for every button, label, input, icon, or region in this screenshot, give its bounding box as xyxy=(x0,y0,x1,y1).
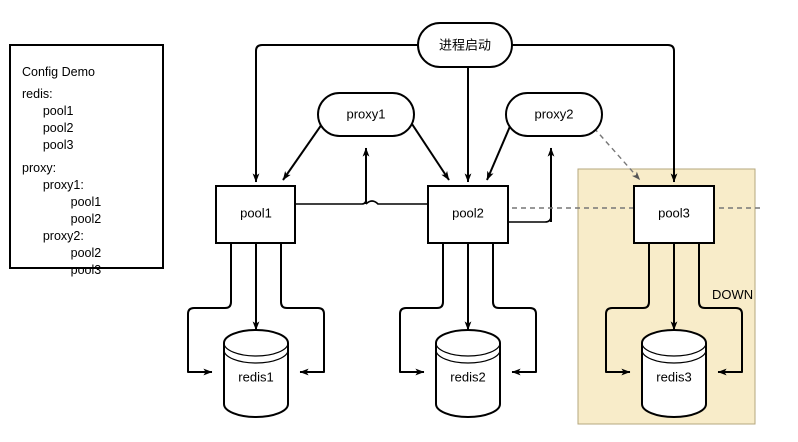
node-pool3-label: pool3 xyxy=(658,205,690,220)
node-pool3[interactable] xyxy=(633,185,715,244)
edge-proxy2-to-pool2 xyxy=(486,123,512,181)
edge-proxy1-to-pool1 xyxy=(282,123,323,181)
config-line-13: pool3 xyxy=(22,263,101,277)
node-proxy2-label: proxy2 xyxy=(534,106,573,121)
edge-pool2-connector-right2 xyxy=(508,170,552,223)
config-line-8: proxy1: xyxy=(22,178,84,192)
node-redis3[interactable]: redis3 xyxy=(641,329,707,418)
config-line-11: proxy2: xyxy=(22,229,84,243)
config-line-2: redis: xyxy=(22,87,53,101)
config-line-3: pool1 xyxy=(22,104,73,118)
node-redis2-label: redis2 xyxy=(450,369,485,384)
node-proxy1-label: proxy1 xyxy=(346,106,385,121)
config-line-4: pool2 xyxy=(22,121,73,135)
node-process-start[interactable] xyxy=(417,22,513,68)
edge-start-to-pool3 xyxy=(512,44,678,183)
config-line-9: pool1 xyxy=(22,195,101,209)
node-process-start-label: 进程启动 xyxy=(439,37,491,52)
down-region-label: DOWN xyxy=(712,287,753,302)
edge-pool2-to-redis2-right xyxy=(492,243,537,376)
node-redis2[interactable]: redis2 xyxy=(435,329,501,418)
config-line-7: proxy: xyxy=(22,161,56,175)
edge-pool1-to-redis1-left xyxy=(187,243,232,376)
node-redis1[interactable]: redis1 xyxy=(223,329,289,418)
node-redis3-label: redis3 xyxy=(656,369,691,384)
node-pool1[interactable] xyxy=(215,185,296,244)
config-line-12: pool2 xyxy=(22,246,101,260)
node-redis1-label: redis1 xyxy=(238,369,273,384)
config-line-0: Config Demo xyxy=(22,65,95,79)
edge-proxy2-to-pool3-dashed xyxy=(593,127,641,181)
config-panel-box xyxy=(9,44,164,269)
edge-start-to-pool1 xyxy=(252,44,424,183)
node-proxy1[interactable] xyxy=(317,92,415,137)
config-line-5: pool3 xyxy=(22,138,73,152)
config-line-10: pool2 xyxy=(22,212,101,226)
edge-pool3-to-redis3-left xyxy=(605,243,650,376)
node-pool2-label: pool2 xyxy=(452,205,484,220)
edge-pool1-to-redis1-right xyxy=(280,243,325,376)
edge-proxy1-to-pool2 xyxy=(411,123,450,181)
node-pool2[interactable] xyxy=(427,185,509,244)
edge-pool3-to-redis3-right xyxy=(698,243,743,376)
node-proxy2[interactable] xyxy=(505,92,603,137)
edge-pool2-connector-right xyxy=(365,200,428,205)
node-pool1-label: pool1 xyxy=(240,205,272,220)
edge-pool2-to-redis2-left xyxy=(399,243,444,376)
